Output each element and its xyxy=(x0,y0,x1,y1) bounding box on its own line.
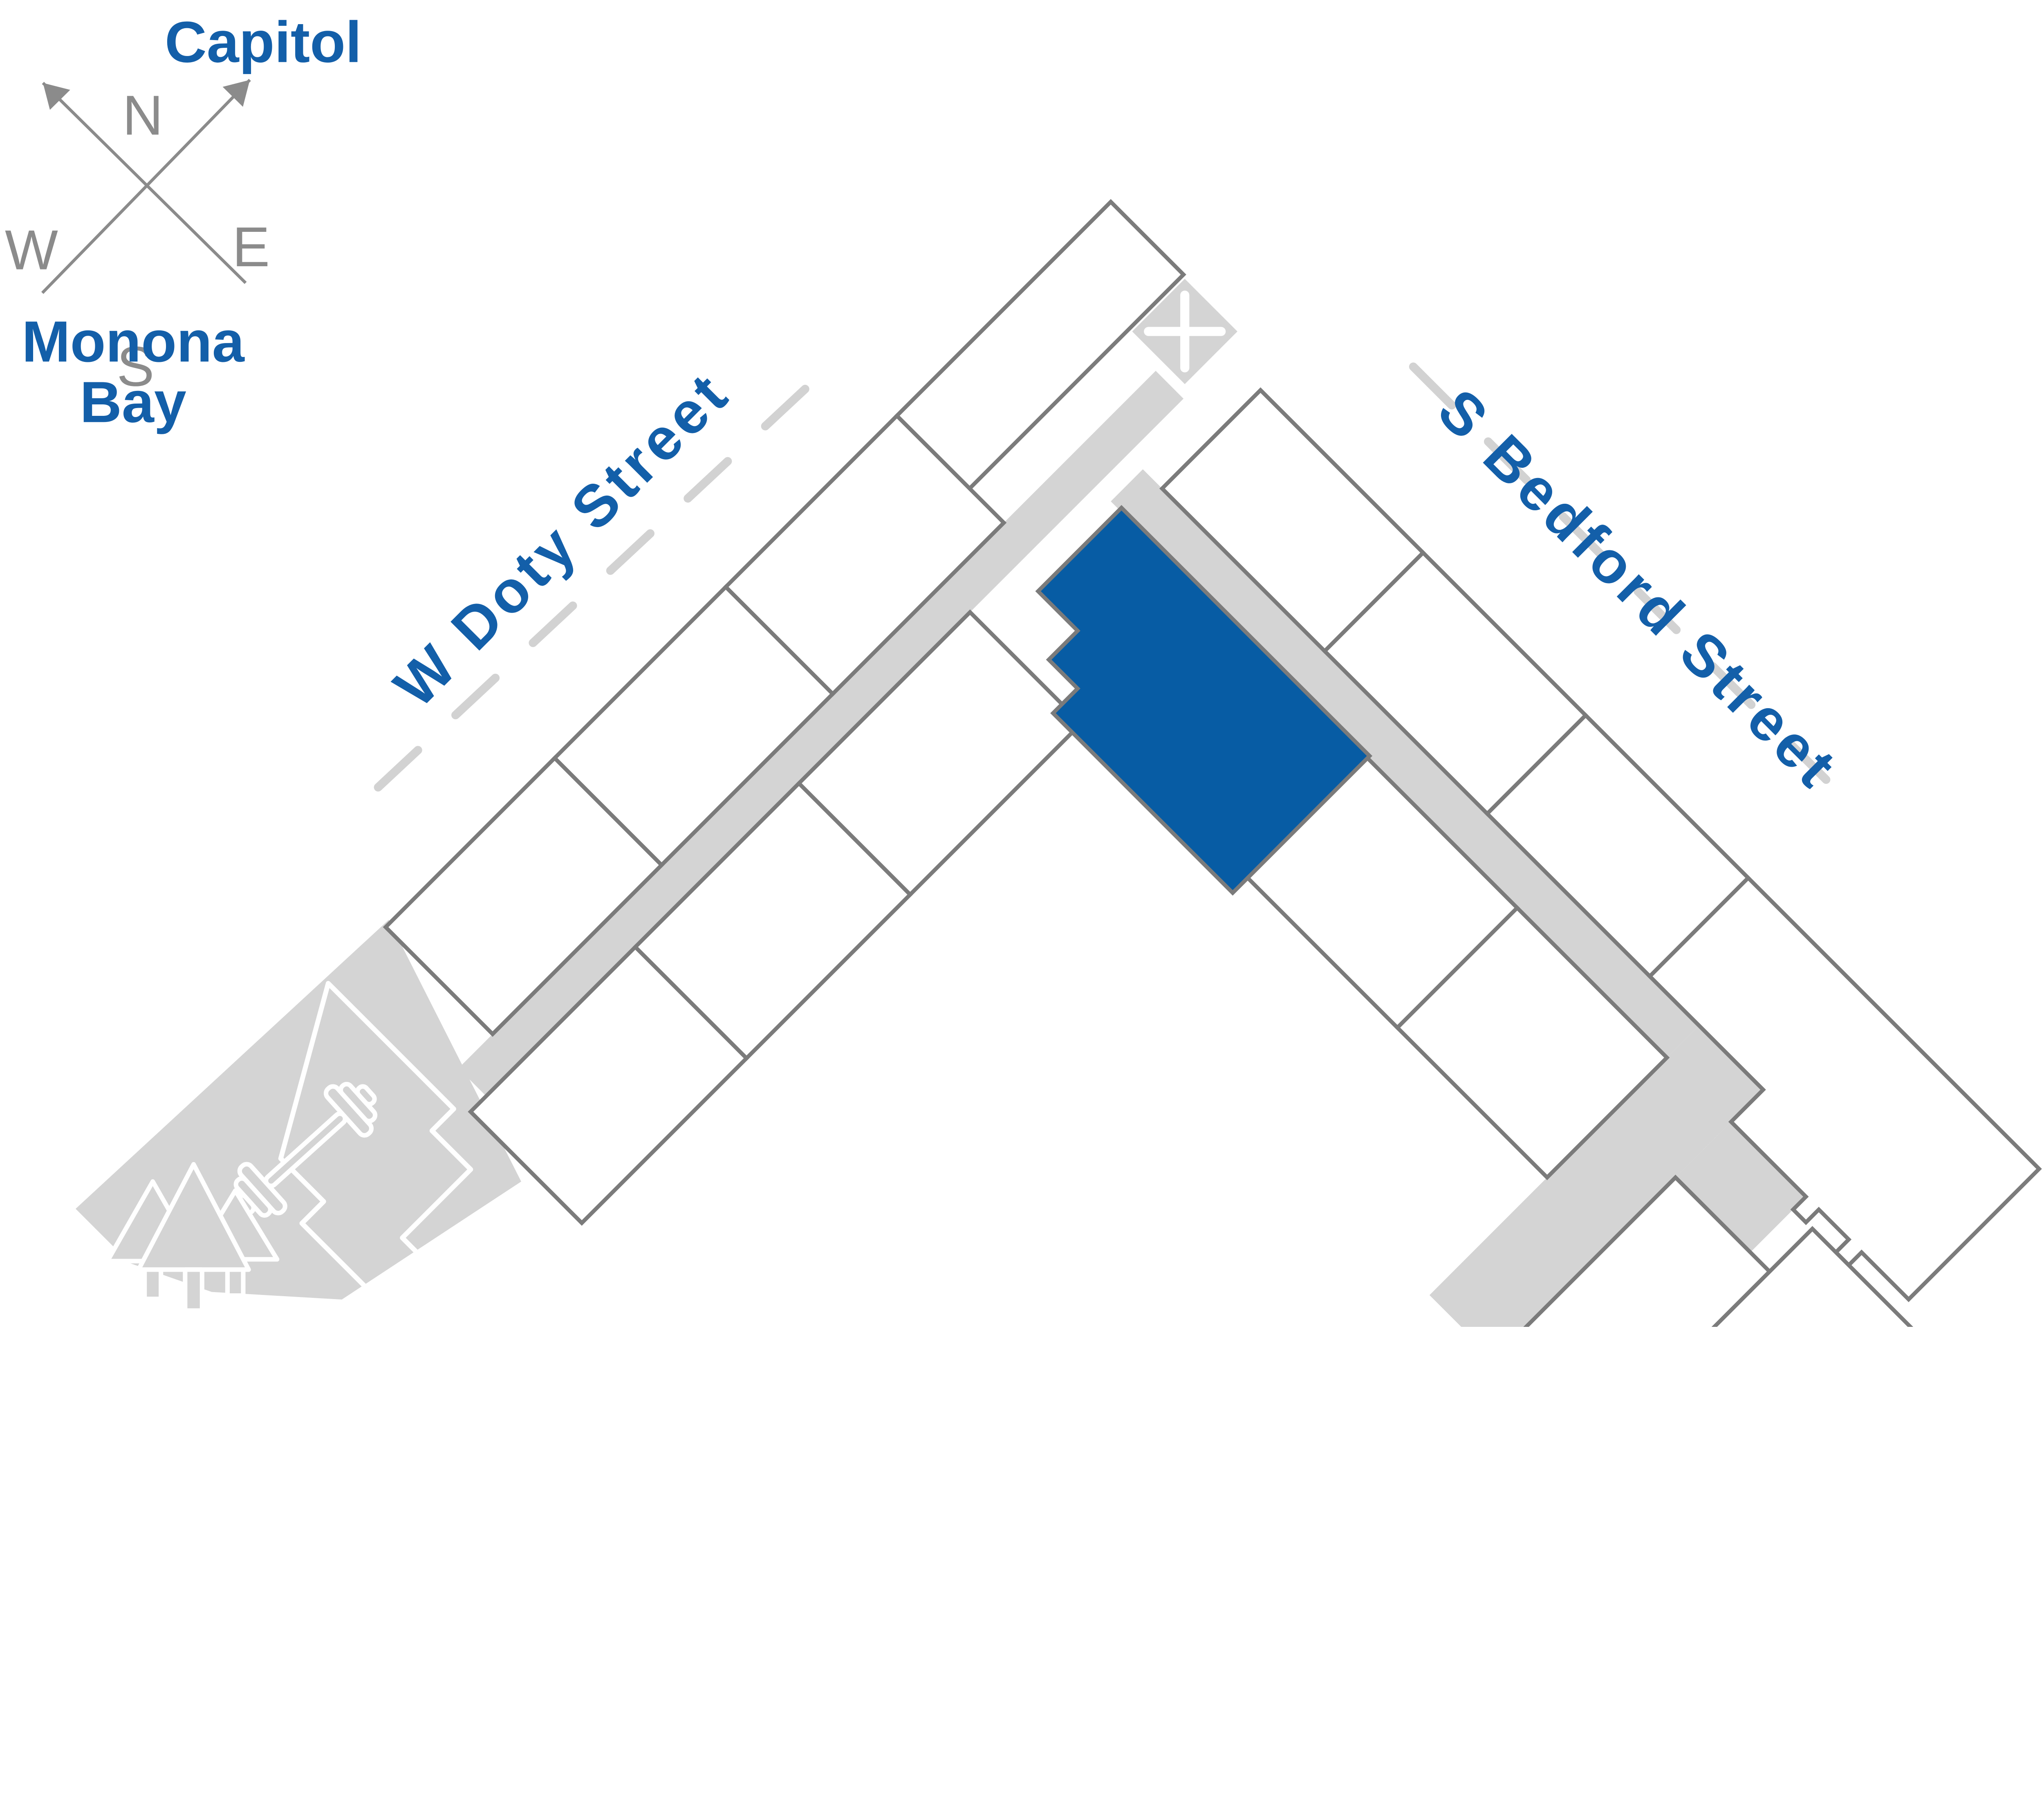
street-dash-line xyxy=(374,365,831,792)
alley-east-wing xyxy=(1111,469,1699,1058)
capitol-label: Capitol xyxy=(165,10,361,75)
alley-branch xyxy=(1429,1026,1764,1327)
highlighted-parcel xyxy=(1035,505,1373,896)
gym-building-outline xyxy=(278,981,473,1299)
compass-east: E xyxy=(232,215,270,278)
compass-south: S xyxy=(117,335,155,398)
monona-bay-line2: Bay xyxy=(80,370,186,435)
street-dash-line xyxy=(1409,362,1862,815)
site-map-page: W Doty Street S Bedford Street N E S W C… xyxy=(5,9,2042,1327)
lot xyxy=(1523,1174,1773,1327)
lot xyxy=(1617,1226,1969,1327)
alley-east-end xyxy=(1675,1122,1806,1252)
lot xyxy=(468,944,749,1226)
compass-cross-icon: N E S W xyxy=(5,79,270,398)
monona-bay-label: Monona Bay xyxy=(22,309,244,435)
monona-bay-line1: Monona xyxy=(22,309,244,374)
neighborhood-site-map: W Doty Street S Bedford Street N E S W C… xyxy=(5,9,2042,1327)
compass-west: W xyxy=(5,219,58,282)
compass-north: N xyxy=(123,84,163,147)
pine-trees-icon xyxy=(105,1162,280,1315)
dumbbell-icon xyxy=(233,1082,378,1218)
lot xyxy=(1394,905,1670,1180)
lot xyxy=(383,755,665,1037)
waterfront-block xyxy=(75,920,521,1315)
lot xyxy=(1647,875,2042,1302)
alley-west-wing xyxy=(458,370,1184,1096)
lot-grid xyxy=(383,199,2042,1327)
